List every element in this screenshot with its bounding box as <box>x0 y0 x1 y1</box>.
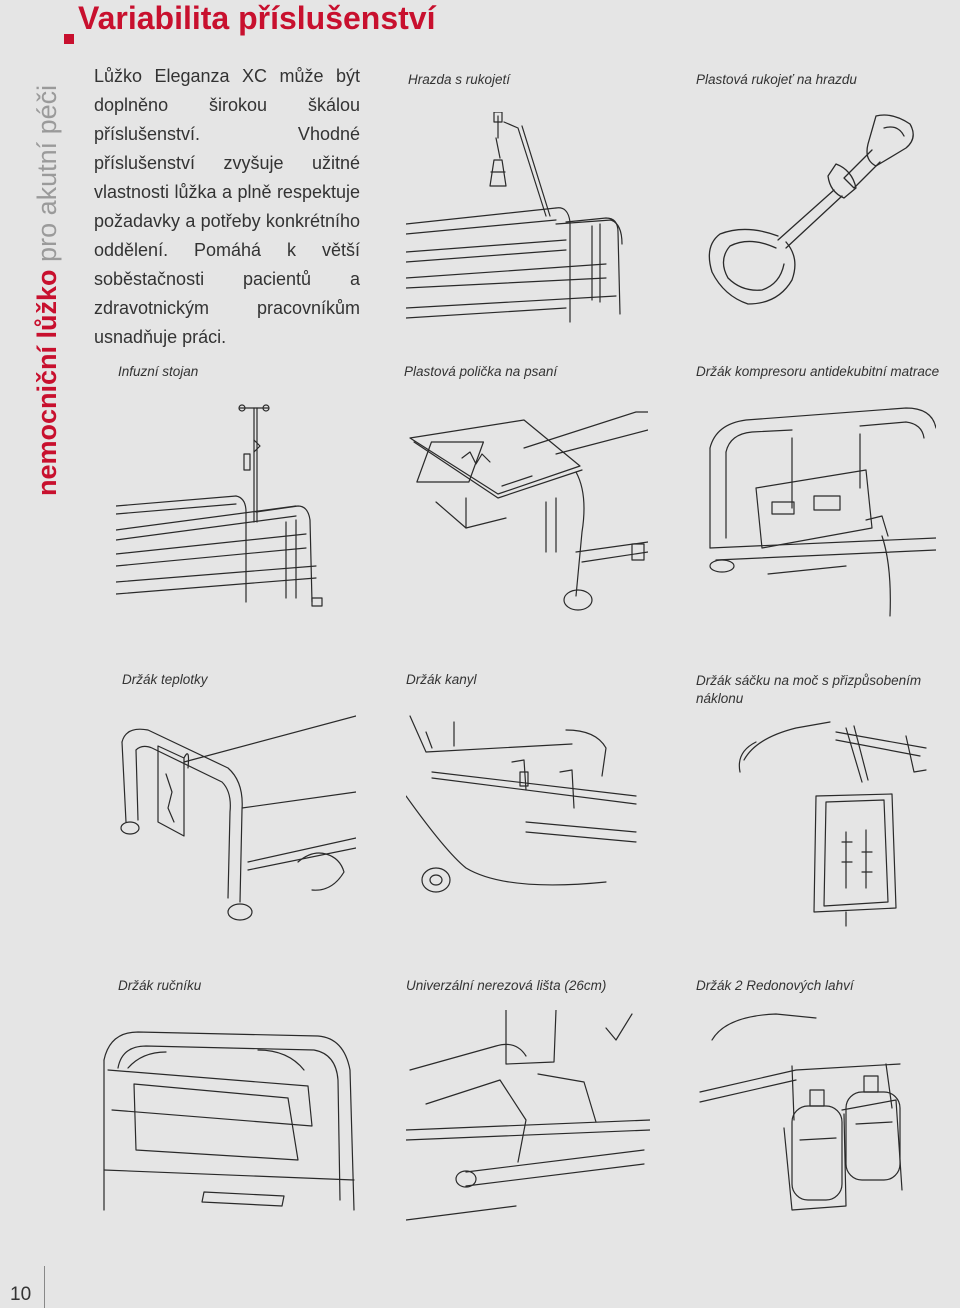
illustration-urine-bag-holder <box>696 712 936 930</box>
caption-universal-rail: Univerzální nerezová lišta (26cm) <box>406 978 607 993</box>
illustration-infusion-stand <box>116 402 352 616</box>
caption-cannula-holder: Držák kanyl <box>406 672 477 687</box>
caption-urine-bag-holder: Držák sáčku na moč s přizpůsobením náklo… <box>696 673 922 706</box>
caption-towel-holder: Držák ručníku <box>118 978 202 993</box>
caption-trapeze: Hrazda s rukojetí <box>408 72 511 87</box>
illustration-trapeze <box>406 112 646 324</box>
intro-text: Lůžko Eleganza XC může být doplněno širo… <box>94 66 360 347</box>
illustration-thermometer-holder <box>118 712 356 926</box>
caption-infusion-stand: Infuzní stojan <box>118 364 199 379</box>
illustration-redon-holder <box>696 1010 936 1224</box>
illustration-plastic-handle <box>696 108 928 320</box>
caption-redon-holder: Držák 2 Redonových lahví <box>696 978 854 993</box>
page-number-divider <box>44 1266 45 1308</box>
illustration-cannula-holder <box>406 712 646 908</box>
sidebar-title-bold: nemocniční lůžko <box>32 269 62 496</box>
caption-thermometer-holder: Držák teplotky <box>122 672 208 687</box>
caption-writing-shelf: Plastová polička na psaní <box>404 364 558 379</box>
sidebar-title-light: pro akutní péči <box>32 84 62 262</box>
illustration-compressor-holder <box>696 398 936 618</box>
illustration-writing-shelf <box>406 402 648 616</box>
illustration-towel-holder <box>98 1010 360 1212</box>
sidebar-title: nemocniční lůžko pro akutní péči <box>32 85 63 496</box>
page-title: Variabilita příslušenství <box>78 0 436 36</box>
page-number: 10 <box>10 1284 32 1305</box>
title-marker <box>64 34 74 44</box>
illustration-universal-rail <box>406 1010 650 1224</box>
caption-plastic-handle: Plastová rukojeť na hrazdu <box>696 72 857 87</box>
caption-compressor-holder: Držák kompresoru antidekubitní matrace <box>696 364 940 379</box>
